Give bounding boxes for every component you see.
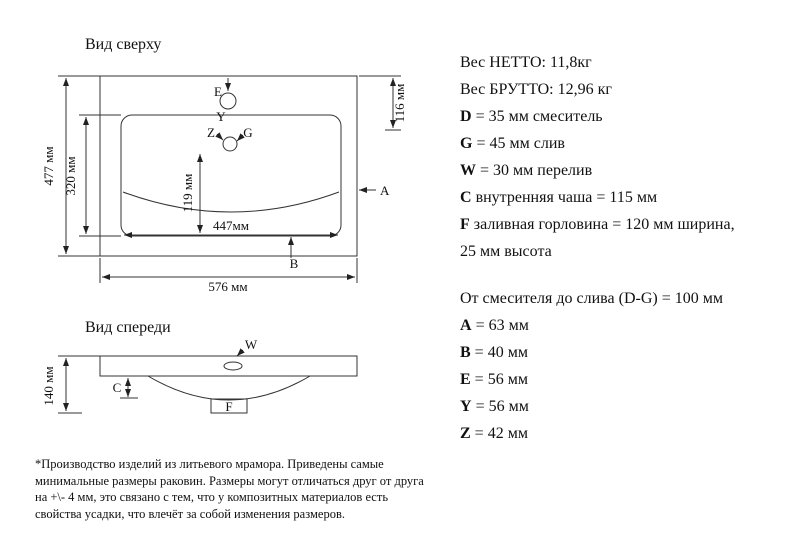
production-footnote: *Производство изделий из литьевого мрамо…	[35, 457, 424, 521]
spec-y: Y = 56 мм	[460, 398, 529, 415]
label-z: Z	[207, 125, 215, 140]
spec-net-weight: Вес НЕТТО: 11,8кг	[460, 54, 592, 71]
front-view-drawing: 140 мм W C F	[41, 337, 358, 414]
spec-list: Вес НЕТТО: 11,8кг Вес БРУТТО: 12,96 кг D…	[460, 49, 782, 447]
top-view-drawing: 477 мм 320 мм 116 мм 119 мм 447мм 576 мм…	[41, 75, 407, 294]
spec-f-neck-cont: 25 мм высота	[460, 243, 552, 260]
topview-bowl-slope-curve	[122, 191, 340, 213]
spec-z: Z = 42 мм	[460, 425, 528, 442]
dim-text-576: 576 мм	[208, 279, 247, 294]
top-view-title: Вид сверху	[85, 36, 162, 53]
spec-a: A = 63 мм	[460, 317, 529, 334]
spec-dg-distance: От смесителя до слива (D-G) = 100 мм	[460, 290, 723, 307]
spec-d-mixer: D = 35 мм смеситель	[460, 108, 603, 125]
leader-z	[215, 132, 224, 141]
faucet-hole	[219, 92, 237, 110]
drain-hole	[222, 136, 238, 152]
spec-w-overflow: W = 30 мм перелив	[460, 162, 593, 179]
dim-text-447: 447мм	[213, 218, 249, 233]
label-y: Y	[216, 109, 226, 124]
frontview-drain-fitting	[210, 398, 248, 414]
dim-text-320: 320 мм	[63, 156, 78, 195]
leader-w	[236, 348, 245, 357]
label-g: G	[243, 125, 252, 140]
label-w: W	[245, 337, 258, 352]
frontview-faucet-hole	[223, 361, 243, 371]
spec-b: B = 40 мм	[460, 344, 528, 361]
frontview-slab	[99, 355, 358, 377]
topview-outer-rect	[99, 75, 358, 257]
label-c: C	[113, 380, 122, 395]
spec-f-neck: F заливная горловина = 120 мм ширина,	[460, 216, 735, 233]
frontview-bowl-curve	[147, 375, 311, 401]
leader-g	[236, 133, 245, 142]
dim-text-477: 477 мм	[41, 146, 56, 185]
spec-c-bowl: C внутренняя чаша = 115 мм	[460, 189, 658, 206]
dim-text-140: 140 мм	[41, 366, 56, 405]
dim-text-116: 116 мм	[392, 84, 407, 123]
spec-g-drain: G = 45 мм слив	[460, 135, 565, 152]
label-f: F	[225, 399, 232, 414]
label-a: A	[380, 183, 390, 198]
technical-drawing: 477 мм 320 мм 116 мм 119 мм 447мм 576 мм…	[41, 75, 407, 414]
front-view-title: Вид спереди	[85, 319, 171, 336]
dim-text-119: 119 мм	[180, 174, 195, 213]
label-e: E	[214, 84, 222, 99]
spec-e: E = 56 мм	[460, 371, 528, 388]
label-b: B	[290, 256, 299, 271]
spec-gross-weight: Вес БРУТТО: 12,96 кг	[460, 81, 612, 98]
